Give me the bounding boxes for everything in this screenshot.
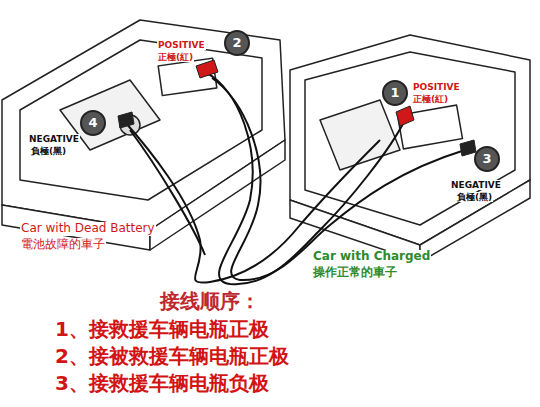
sequence-step: 1、接救援车辆电瓶正极 (55, 318, 269, 341)
polarity-label: 正極(紅) (412, 94, 449, 104)
polarity-label: NEGATIVE (28, 134, 80, 144)
polarity-label: 負極(黑) (30, 146, 67, 156)
callout-number: 3 (474, 146, 500, 172)
polarity-label: NEGATIVE (450, 180, 502, 190)
sequence-step: 2、接被救援车辆电瓶正极 (55, 345, 289, 368)
callout-number: 1 (382, 80, 408, 106)
car-caption: Car with Dead Battery (20, 222, 156, 236)
polarity-label: 負極(黑) (456, 192, 493, 202)
car-caption: 操作正常的車子 (312, 266, 398, 280)
polarity-label: 正極(紅) (157, 52, 194, 62)
polarity-label: POSITIVE (412, 82, 461, 92)
callout-number: 4 (80, 110, 106, 136)
car-caption: Car with Charged (312, 250, 431, 264)
sequence-step: 3、接救援车辆电瓶负极 (55, 372, 269, 395)
car-caption: 電池故障的車子 (20, 238, 106, 252)
callout-number: 2 (224, 30, 250, 56)
polarity-label: POSITIVE (157, 40, 206, 50)
sequence-heading: 接线顺序： (160, 290, 260, 313)
